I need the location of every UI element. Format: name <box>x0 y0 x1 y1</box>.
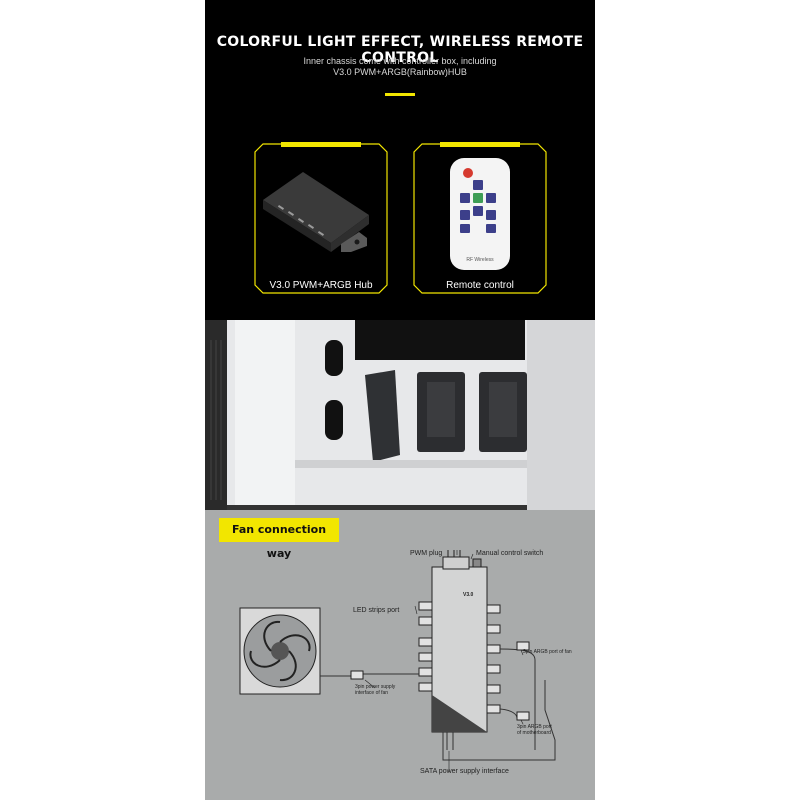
hub-device-image <box>263 172 369 252</box>
manual-switch-label: Manual control switch <box>476 550 544 557</box>
power-fan-label-2: interface of fan <box>355 690 389 696</box>
power-fan-label-1: 3pin power supply <box>355 684 396 690</box>
hub-card-label: V3.0 PWM+ARGB Hub <box>269 280 373 291</box>
remote-card-label: Remote control <box>446 280 514 291</box>
argb-fan-label: 3pin ARGB port of fan <box>523 649 572 655</box>
remote-brand: RF Wireless <box>466 257 494 263</box>
subtitle-line-1: Inner chassis come with controller box, … <box>303 56 497 66</box>
fan-connection-diagram: Fan connection way <box>205 510 595 800</box>
hub-version: V3.0 <box>463 592 474 598</box>
argb-mb-label-1: 3pin ARGB port <box>517 724 552 730</box>
chassis-photo <box>205 320 595 510</box>
sata-label: SATA power supply interface <box>420 768 509 775</box>
pwm-plug-label: PWM plug <box>410 550 443 557</box>
led-strips-label: LED strips port <box>353 607 400 614</box>
remote-device-image <box>450 158 510 270</box>
page-title: COLORFUL LIGHT EFFECT, WIRELESS REMOTE C… <box>216 34 584 66</box>
accent-bar <box>385 93 415 96</box>
diagram-title: Fan connection way <box>219 518 339 560</box>
fan-icon <box>239 607 321 695</box>
feature-panel: COLORFUL LIGHT EFFECT, WIRELESS REMOTE C… <box>205 0 595 320</box>
chassis-interior-image <box>205 320 595 510</box>
hub-card-frame <box>254 142 388 294</box>
remote-card-frame: RF Wireless <box>413 142 547 294</box>
hub-card: V3.0 PWM+ARGB Hub <box>251 140 391 297</box>
subtitle-line-2: V3.0 PWM+ARGB(Rainbow)HUB <box>333 67 467 77</box>
hub-diagram <box>418 550 501 733</box>
argb-mb-label-2: of motherboard <box>517 730 551 736</box>
remote-card: RF Wireless Remote control <box>410 140 550 297</box>
connection-diagram-svg: V3.0 <box>239 550 556 772</box>
